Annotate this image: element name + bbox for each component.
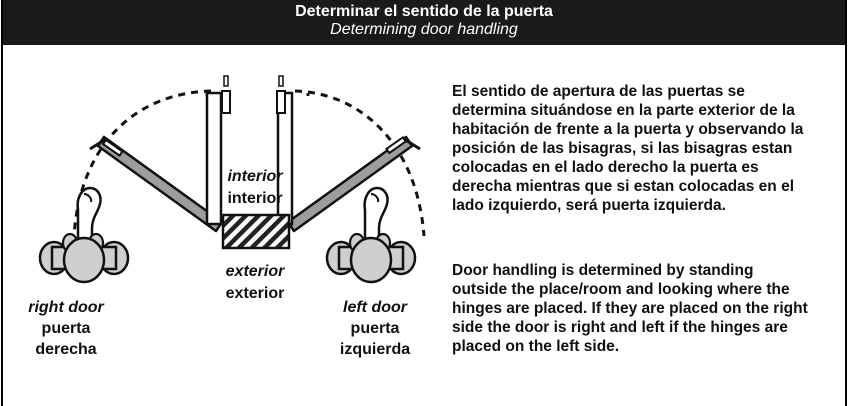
right-swing-arc (294, 89, 426, 237)
left-door-hinge (403, 137, 421, 151)
description-spanish: El sentido de apertura de las puertas se… (452, 83, 804, 214)
exterior-label-es: exterior (226, 285, 285, 302)
person-right-door (38, 186, 130, 284)
left-door-label-es-1: puerta (351, 320, 400, 337)
header-bar: Determinar el sentido de la puerta Deter… (3, 0, 845, 45)
person-left-door (325, 186, 417, 284)
right-door-label-es-1: puerta (42, 320, 91, 337)
interior-label-en: interior (227, 168, 283, 185)
right-door-closed-leaf (205, 91, 223, 226)
title-spanish: Determinar el sentido de la puerta (295, 3, 553, 20)
interior-label-es: interior (227, 190, 282, 207)
left-door-label-es-2: izquierda (340, 341, 410, 358)
right-door-label-es-2: derecha (35, 341, 96, 358)
right-door-hinge (89, 137, 107, 151)
door-handling-diagram: interior interior exterior exterior righ… (28, 75, 426, 358)
exterior-label-en: exterior (226, 263, 285, 280)
left-door-label-en: left door (343, 299, 408, 316)
description-english: Door handling is determined by standing … (452, 262, 808, 355)
right-door-label-en: right door (28, 299, 104, 316)
door-threshold (221, 213, 291, 250)
title-english: Determining door handling (330, 21, 518, 38)
